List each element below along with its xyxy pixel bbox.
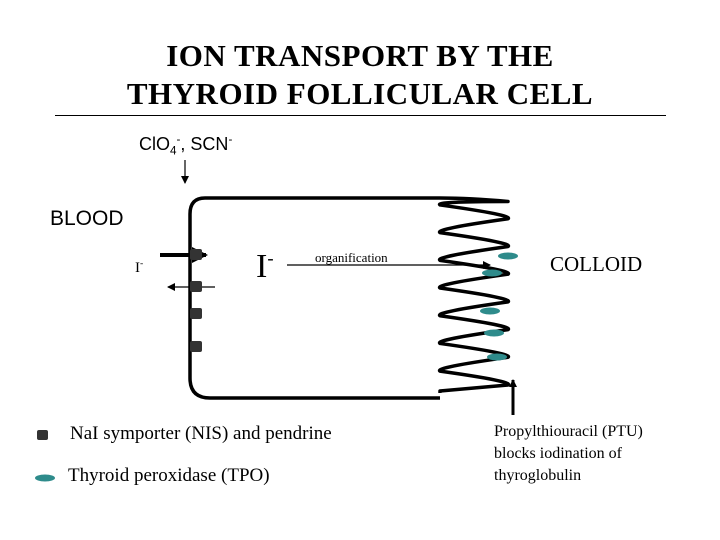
colloid-label: COLLOID <box>550 252 642 277</box>
legend-nis-symbol-icon <box>37 430 48 440</box>
iodide-cell-charge: - <box>267 249 273 270</box>
legend-tpo-symbol-icon <box>35 475 55 482</box>
iodide-cell-symbol: I <box>256 248 267 285</box>
ptu-note-line-2: blocks iodination of <box>494 443 643 465</box>
nis-transporter <box>190 249 202 260</box>
apical-microvilli <box>440 198 509 393</box>
inhibitor-label-part2: , SCN <box>180 134 228 154</box>
tpo-enzyme <box>487 354 507 361</box>
nis-transporter <box>190 281 202 292</box>
tpo-enzyme <box>482 270 502 277</box>
inhibitor-label-part1: ClO <box>139 134 170 154</box>
inhibitor-label-sup2: - <box>228 133 232 146</box>
ptu-note: Propylthiouracil (PTU) blocks iodination… <box>494 421 643 487</box>
cell-membrane <box>190 198 440 398</box>
ptu-note-line-3: thyroglobulin <box>494 465 643 487</box>
ptu-note-line-1: Propylthiouracil (PTU) <box>494 421 643 443</box>
iodide-blood-label: I- <box>135 258 143 277</box>
iodide-cell-label: I- <box>256 248 274 286</box>
tpo-enzyme <box>480 308 500 315</box>
tpo-enzyme <box>484 330 504 337</box>
organification-label: organification <box>315 250 388 266</box>
iodide-blood-charge: - <box>140 258 143 269</box>
inhibitor-label-sub: 4 <box>170 145 177 158</box>
nis-transporter <box>190 341 202 352</box>
tpo-enzyme <box>498 253 518 260</box>
nis-transporter <box>190 308 202 319</box>
nis-transporters <box>190 249 202 352</box>
legend-nis-text: NaI symporter (NIS) and pendrine <box>70 423 332 445</box>
legend-tpo-text: Thyroid peroxidase (TPO) <box>68 465 270 487</box>
blood-label: BLOOD <box>50 207 124 231</box>
inhibitor-label: ClO4-, SCN- <box>139 133 232 158</box>
